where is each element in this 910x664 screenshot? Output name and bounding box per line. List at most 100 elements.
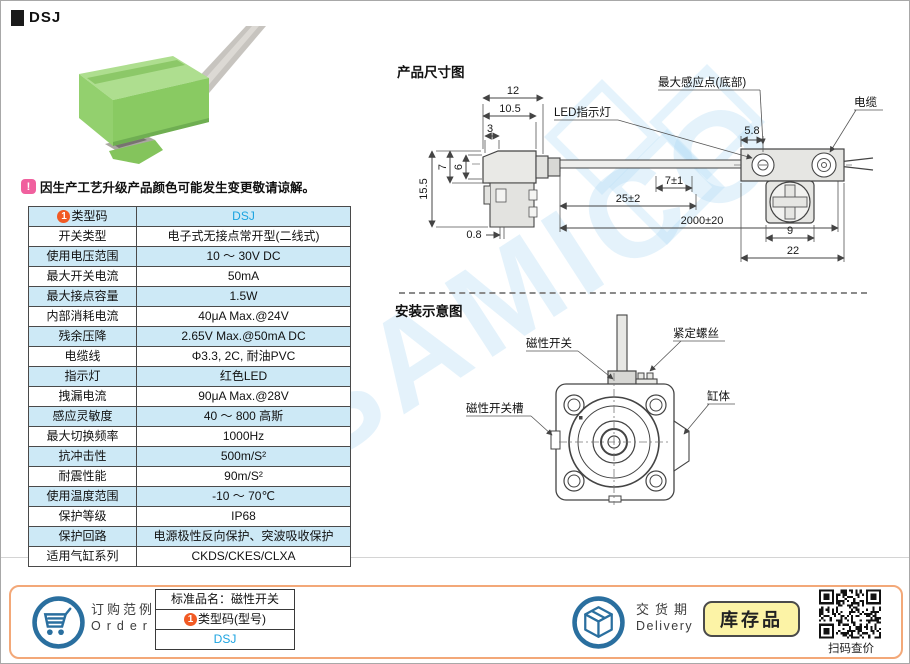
spec-value: 电子式无接点常开型(二线式) (167, 229, 320, 243)
delivery-label-en: Delivery (636, 619, 694, 633)
switch-groove-label: 磁性开关槽 (466, 401, 524, 415)
spec-value: 10 ～ 30V DC (206, 249, 281, 263)
max-sensing-point-label: 最大感应点(底部) (658, 75, 746, 89)
spec-value: Φ3.3, 2C, 耐油PVC (191, 349, 296, 363)
dim-7-1: 7±1 (665, 175, 683, 187)
spec-value: 1000Hz (222, 429, 265, 443)
spec-label: 指示灯 (29, 367, 137, 386)
magnetic-switch-label: 磁性开关 (526, 336, 572, 350)
spec-value: 40μA Max.@24V (198, 309, 289, 323)
spec-label: 使用温度范围 (29, 487, 137, 506)
spec-label: 保护等级 (29, 507, 137, 526)
spec-row: 指示灯 红色LED (29, 367, 350, 387)
title-square-marker (11, 9, 24, 26)
dim-6: 6 (453, 164, 465, 170)
standard-name-row: 标准品名：磁性开关 (156, 590, 294, 610)
spec-row: 感应灵敏度 40 ～ 800 高斯 (29, 407, 350, 427)
install-drawing: 磁性开关 紧定螺丝 磁性开关槽 缸体 (466, 314, 735, 505)
color-change-note: ! 因生产工艺升级产品颜色可能发生变更敬请谅解。 (21, 177, 315, 196)
order-example-label: 订购范例 (91, 602, 156, 617)
exclamation-icon: ! (21, 179, 36, 194)
spec-label: 内部消耗电流 (29, 307, 137, 326)
spec-value: 2.65V Max.@50mA DC (181, 329, 306, 343)
delivery-box-icon (572, 596, 625, 649)
spec-label: 耐震性能 (29, 467, 137, 486)
page-header: DSJ (11, 9, 61, 26)
switch-body-side (113, 78, 209, 146)
spec-label: 拽漏电流 (29, 387, 137, 406)
spec-value: 电源极性反向保护、突波吸收保护 (153, 529, 334, 543)
install-section-heading: 安装示意图 (395, 304, 463, 319)
dim-3: 3 (487, 123, 493, 135)
dim-9: 9 (787, 225, 793, 237)
page-title: DSJ (29, 9, 62, 26)
code-number-badge: 1 (184, 613, 197, 626)
code-value-row: DSJ (156, 630, 294, 649)
spec-row: 拽漏电流 90μA Max.@28V (29, 387, 350, 407)
spec-row: 开关类型 电子式无接点常开型(二线式) (29, 227, 350, 247)
set-screw-label: 紧定螺丝 (673, 326, 719, 340)
dim-15-5: 15.5 (418, 178, 430, 199)
dim-7: 7 (437, 164, 449, 170)
dim-10-5: 10.5 (499, 103, 520, 115)
dim-5-8: 5.8 (744, 125, 759, 137)
footer-divider (1, 557, 909, 558)
product-photo (79, 26, 266, 164)
led-indicator-label: LED指示灯 (554, 105, 611, 119)
spec-row: 最大切换频率 1000Hz (29, 427, 350, 447)
dim-2000-20: 2000±20 (681, 215, 724, 227)
spec-value: 40 ～ 800 高斯 (203, 409, 284, 423)
spec-row: 适用气缸系列 CKDS/CKES/CLXA (29, 547, 350, 567)
spec-label: 电缆线 (29, 347, 137, 366)
spec-label: 开关类型 (29, 227, 137, 246)
spec-label: 最大接点容量 (29, 287, 137, 306)
dim-22: 22 (787, 245, 799, 257)
phillips-screw (769, 181, 811, 223)
spec-value: 红色LED (219, 369, 268, 383)
qr-code (819, 589, 881, 639)
corner-bolt-holes (563, 394, 667, 492)
spec-row: 保护回路 电源极性反向保护、突波吸收保护 (29, 527, 350, 547)
spec-value: 500m/S² (220, 449, 267, 463)
spec-value: 50mA (227, 269, 260, 283)
spec-label: 最大开关电流 (29, 267, 137, 286)
spec-value: 1.5W (229, 289, 258, 303)
dim-25-2: 25±2 (616, 193, 640, 205)
spec-label: 残余压降 (29, 327, 137, 346)
spec-row: 内部消耗电流 40μA Max.@24V (29, 307, 350, 327)
spec-label: 适用气缸系列 (29, 547, 137, 566)
spec-value: IP68 (231, 509, 256, 523)
footer-bar: 订购范例 Order 标准品名：磁性开关 1 类型码(型号) DSJ (9, 585, 903, 659)
dimension-drawing: 12 10.5 3 15.5 7 6 0.8 7±1 25±2 (418, 75, 883, 262)
qr-caption: 扫码查价 (828, 643, 874, 655)
spec-label: 抗冲击性 (29, 447, 137, 466)
stock-status-badge: 库存品 (703, 601, 800, 637)
code-label-row: 1 类型码(型号) (156, 610, 294, 630)
dim-0-8: 0.8 (466, 229, 481, 241)
code-label: 类型码(型号) (198, 612, 266, 626)
spec-label: 保护回路 (29, 527, 137, 546)
spec-label: 最大切换频率 (29, 427, 137, 446)
spec-row: 抗冲击性 500m/S² (29, 447, 350, 467)
code-value: DSJ (213, 632, 237, 646)
spec-value: 90μA Max.@28V (198, 389, 289, 403)
spec-value: CKDS/CKES/CLXA (191, 549, 296, 563)
cable-label: 电缆 (854, 96, 877, 109)
spec-row: 最大接点容量 1.5W (29, 287, 350, 307)
dimension-section-heading: 产品尺寸图 (397, 65, 465, 80)
spec-value: DSJ (232, 209, 255, 223)
spec-row: 保护等级 IP68 (29, 507, 350, 527)
switch-body-front (79, 74, 113, 146)
spec-row: 残余压降 2.65V Max.@50mA DC (29, 327, 350, 347)
order-cart-icon (32, 596, 85, 649)
spec-label: 感应灵敏度 (29, 407, 137, 426)
delivery-label: 交货期 (636, 602, 694, 617)
switch-groove (550, 430, 561, 450)
order-example-label-en: Order (91, 619, 153, 633)
